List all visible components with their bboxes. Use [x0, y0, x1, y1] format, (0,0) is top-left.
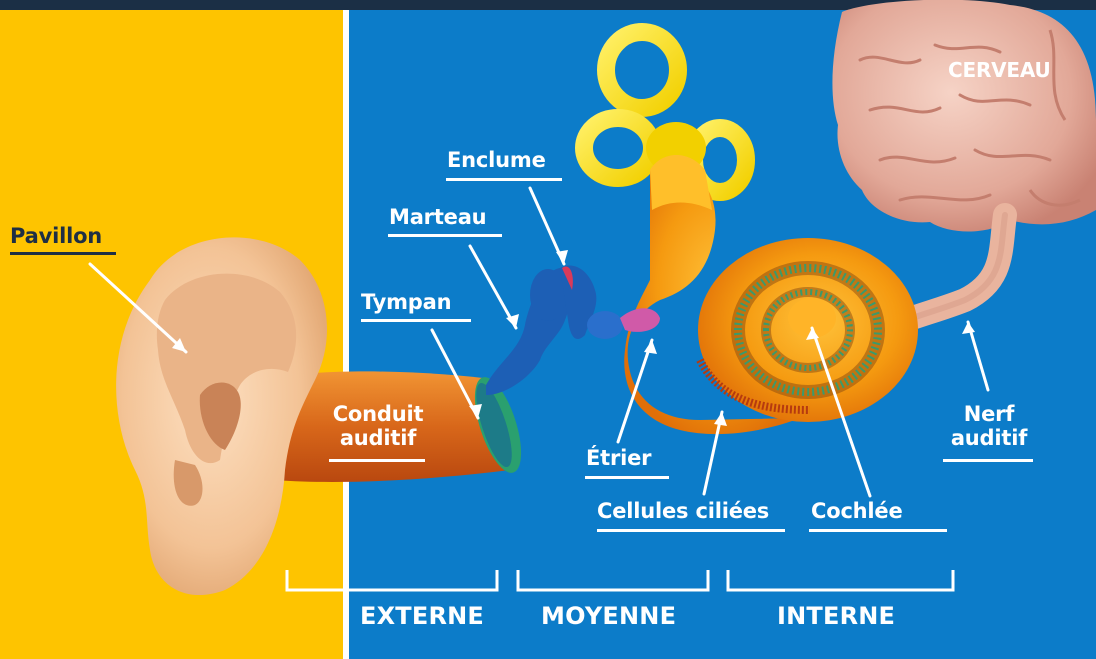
- label-marteau: Marteau: [389, 205, 486, 229]
- underline-pavillon: [10, 252, 116, 255]
- underline-cochlee: [809, 529, 947, 532]
- underline-tympan: [361, 319, 471, 322]
- cochlea-shape: [698, 238, 918, 422]
- label-nerf-auditif: Nerf auditif: [943, 402, 1035, 450]
- divider-line: [343, 10, 349, 659]
- underline-enclume: [446, 178, 562, 181]
- underline-nerf: [943, 459, 1033, 462]
- label-etrier: Étrier: [586, 446, 651, 470]
- brain-shape: [832, 0, 1096, 232]
- section-moyenne: MOYENNE: [541, 602, 676, 630]
- label-cochlee: Cochlée: [811, 499, 903, 523]
- label-enclume: Enclume: [447, 148, 546, 172]
- underline-conduit: [329, 459, 425, 462]
- underline-cellules: [597, 529, 785, 532]
- label-tympan: Tympan: [361, 290, 451, 314]
- label-conduit-auditif: Conduit auditif: [330, 402, 426, 450]
- label-cerveau: CERVEAU: [948, 58, 1051, 82]
- underline-etrier: [585, 476, 669, 479]
- label-pavillon: Pavillon: [10, 224, 102, 248]
- label-cellules-ciliees: Cellules ciliées: [597, 499, 769, 523]
- section-interne: INTERNE: [777, 602, 895, 630]
- underline-marteau: [388, 234, 502, 237]
- section-externe: EXTERNE: [360, 602, 484, 630]
